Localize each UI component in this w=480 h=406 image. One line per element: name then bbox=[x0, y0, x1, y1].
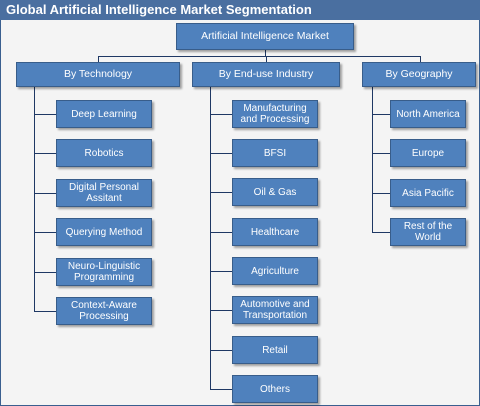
end-automotive-transportation: Automotive and Transportation bbox=[232, 296, 318, 324]
end-others: Others bbox=[232, 375, 318, 403]
end-healthcare: Healthcare bbox=[232, 218, 318, 246]
geo-north-america: North America bbox=[390, 100, 466, 128]
connector-tech-branch bbox=[34, 311, 56, 312]
tech-context-aware-processing: Context-Aware Processing bbox=[56, 297, 152, 325]
tech-deep-learning: Deep Learning bbox=[56, 100, 152, 128]
category-geography: By Geography bbox=[362, 62, 476, 87]
category-technology: By Technology bbox=[16, 62, 180, 87]
connector-end-drop bbox=[266, 56, 267, 62]
connector-end-branch bbox=[210, 153, 232, 154]
end-bfsi: BFSI bbox=[232, 139, 318, 167]
connector-geo-drop bbox=[420, 56, 421, 62]
connector-end-branch bbox=[210, 310, 232, 311]
connector-tech-branch bbox=[34, 153, 56, 154]
connector-geo-branch bbox=[372, 114, 390, 115]
connector-geo-branch bbox=[372, 232, 390, 233]
connector-end-branch bbox=[210, 271, 232, 272]
connector-category-bar bbox=[98, 56, 420, 57]
connector-end-branch bbox=[210, 350, 232, 351]
connector-tech-spine bbox=[34, 87, 35, 312]
connector-tech-branch bbox=[34, 193, 56, 194]
connector-geo-spine bbox=[372, 87, 373, 233]
connector-end-spine bbox=[210, 87, 211, 390]
geo-rest-of-world: Rest of the World bbox=[390, 218, 466, 246]
connector-end-branch bbox=[210, 192, 232, 193]
geo-europe: Europe bbox=[390, 139, 466, 167]
connector-root-down bbox=[265, 50, 266, 56]
geo-asia-pacific: Asia Pacific bbox=[390, 179, 466, 207]
connector-tech-branch bbox=[34, 114, 56, 115]
connector-geo-branch bbox=[372, 153, 390, 154]
tech-robotics: Robotics bbox=[56, 139, 152, 167]
root-node: Artificial Intelligence Market bbox=[176, 23, 354, 50]
connector-end-branch bbox=[210, 114, 232, 115]
end-oil-gas: Oil & Gas bbox=[232, 178, 318, 206]
connector-end-branch bbox=[210, 232, 232, 233]
connector-end-branch bbox=[210, 389, 232, 390]
category-end-use-industry: By End-use Industry bbox=[192, 62, 340, 87]
tech-neuro-linguistic-programming: Neuro-Linguistic Programming bbox=[56, 258, 152, 286]
diagram-title: Global Artificial Intelligence Market Se… bbox=[6, 2, 312, 17]
end-agriculture: Agriculture bbox=[232, 257, 318, 285]
end-manufacturing-processing: Manufacturing and Processing bbox=[232, 100, 318, 128]
title-bar: Global Artificial Intelligence Market Se… bbox=[0, 0, 480, 20]
end-retail: Retail bbox=[232, 336, 318, 364]
connector-geo-branch bbox=[372, 193, 390, 194]
connector-tech-branch bbox=[34, 232, 56, 233]
connector-tech-drop bbox=[98, 56, 99, 62]
tech-querying-method: Querying Method bbox=[56, 218, 152, 246]
tech-digital-personal-assistant: Digital Personal Assitant bbox=[56, 179, 152, 207]
connector-tech-branch bbox=[34, 272, 56, 273]
